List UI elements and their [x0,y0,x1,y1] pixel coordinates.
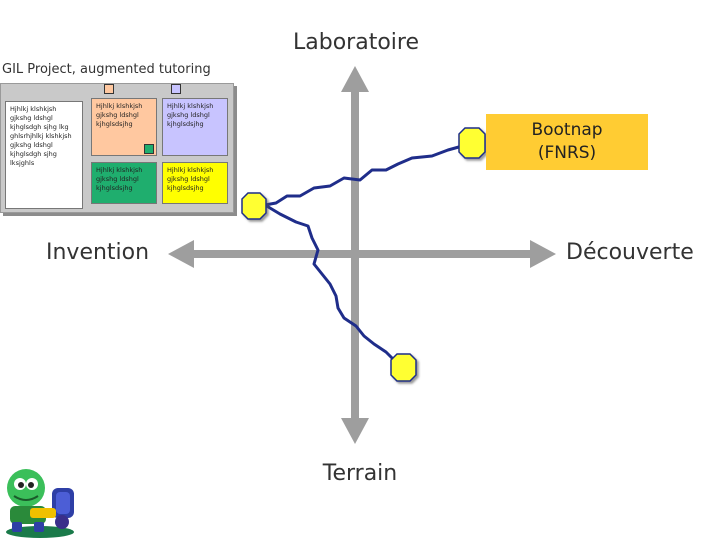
trajectory-lower-segment [265,205,398,364]
trajectory-upper-segment [265,145,466,205]
axis-label-bottom: Terrain [0,461,720,486]
purple-marker-square [171,84,181,94]
node-terrain [391,354,416,381]
axis-label-left: Invention [46,240,149,265]
note-green: Hjhlkj klshkjsh gjkshg ldshgl kjhglsdsjh… [91,162,157,204]
axis-label-top: Laboratoire [0,30,712,55]
bootnap-callout: Bootnap (FNRS) [486,114,648,170]
axis-label-right: Découverte [566,240,694,265]
panel-title: GIL Project, augmented tutoring [2,62,211,77]
node-bootnap [459,128,485,158]
note-white: Hjhlkj klshkjsh gjkshg ldshgl kjhglsdgh … [5,101,83,209]
note-yellow: Hjhlkj klshkjsh gjkshg ldshgl kjhglsdsjh… [162,162,228,204]
orange-marker-square [104,84,114,94]
node-start [242,193,266,219]
tutoring-notes-panel: Hjhlkj klshkjsh gjkshg ldshgl kjhglsdgh … [0,83,234,213]
note-purple: Hjhlkj klshkjsh gjkshg ldshgl kjhglsdsjh… [162,98,228,156]
green-marker-square [144,144,154,154]
robot-mascot-icon [0,462,80,540]
horizontal-axis [168,240,556,268]
